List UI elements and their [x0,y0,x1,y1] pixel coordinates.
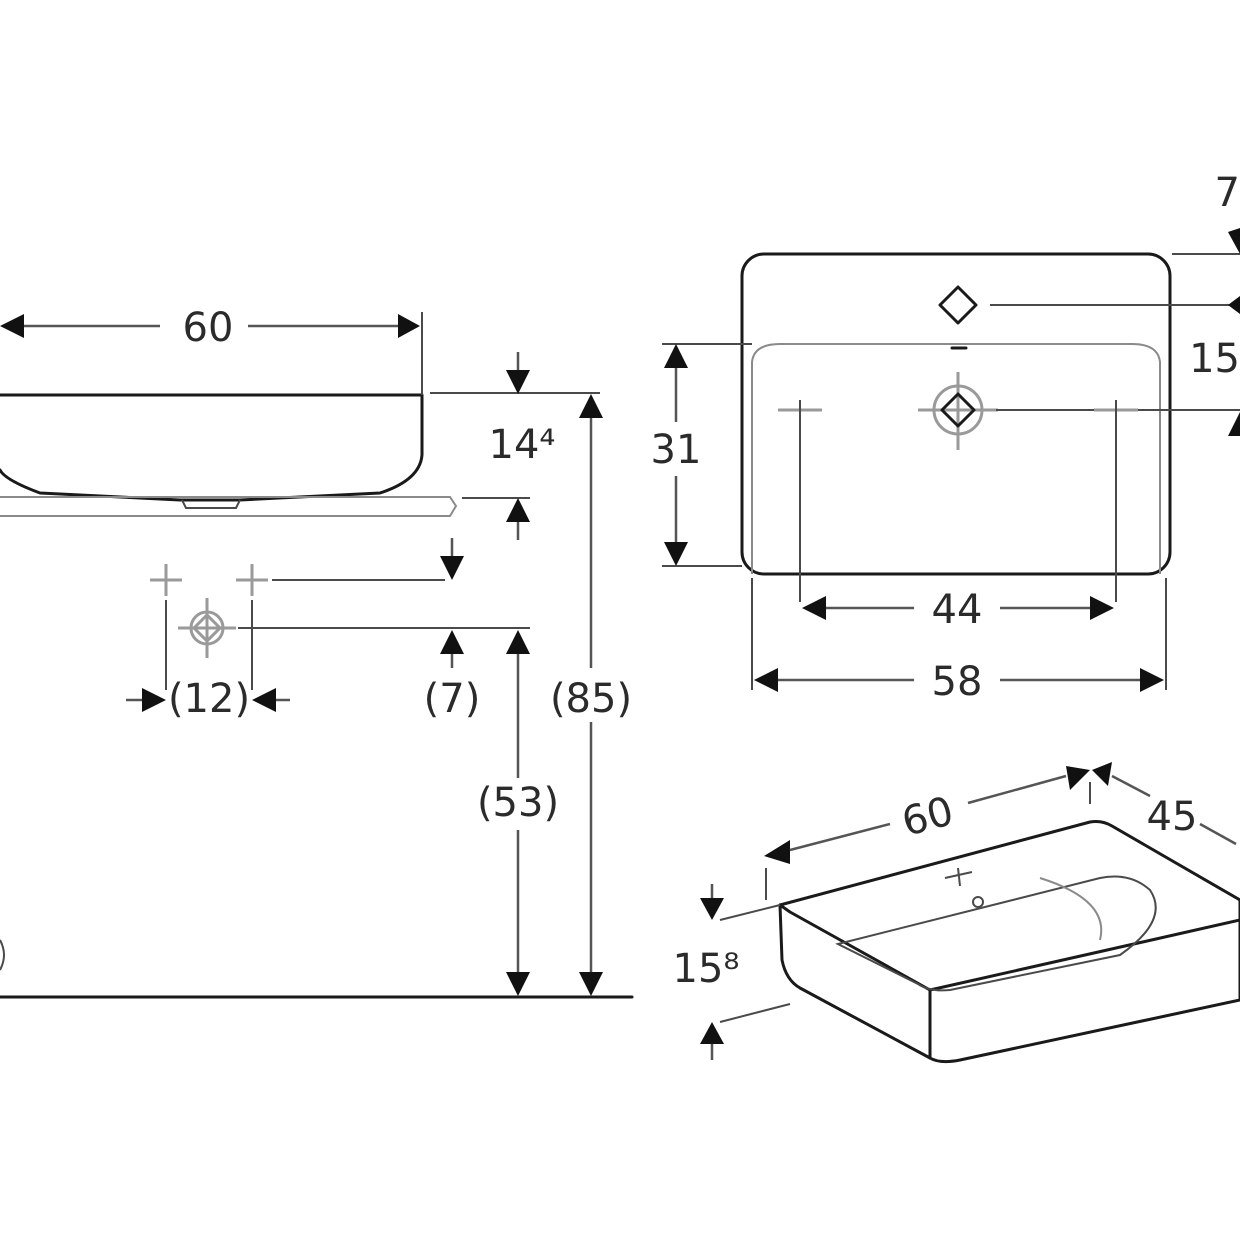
iso-width-label: 60 [897,788,958,846]
arrow-right [398,314,420,338]
iso-depth-label: 45 [1147,794,1198,840]
inner-width-label: 58 [932,659,983,705]
front-width-label: 60 [183,305,234,351]
basin-iso-outline [778,820,1240,1064]
total-height-label: (85) [550,676,632,722]
rim-offset-label: 7 [1215,170,1240,216]
rim-height-label: 14⁴ [489,422,556,468]
arrow-left [0,314,24,338]
overflow-mark [938,285,978,325]
tap-offset-label: (7) [424,676,481,722]
top-view: 7 15 31 44 58 [651,170,1240,705]
waste-outlet [181,499,241,509]
front-view: 60 14⁴ (7) (12) [0,305,634,999]
tap-distance-label: 15 [1189,336,1240,382]
tap-spacing-label: (12) [168,676,250,722]
basin-underside-line [0,496,458,517]
basin-front-outline [0,393,424,502]
iso-height-label: 15⁸ [673,946,740,992]
bowl-depth-label: 31 [651,427,702,473]
iso-view: 60 45 15⁸ [673,762,1240,1064]
bowl-iso-outline [835,875,1157,992]
tap-height-label: (53) [477,780,559,826]
basin-top-outline [740,252,1172,576]
tap-position-marks [150,564,268,658]
tap-hole-mark [918,372,998,450]
bowl-inner-outline [751,343,1161,574]
fixing-spacing-label: 44 [932,587,983,633]
